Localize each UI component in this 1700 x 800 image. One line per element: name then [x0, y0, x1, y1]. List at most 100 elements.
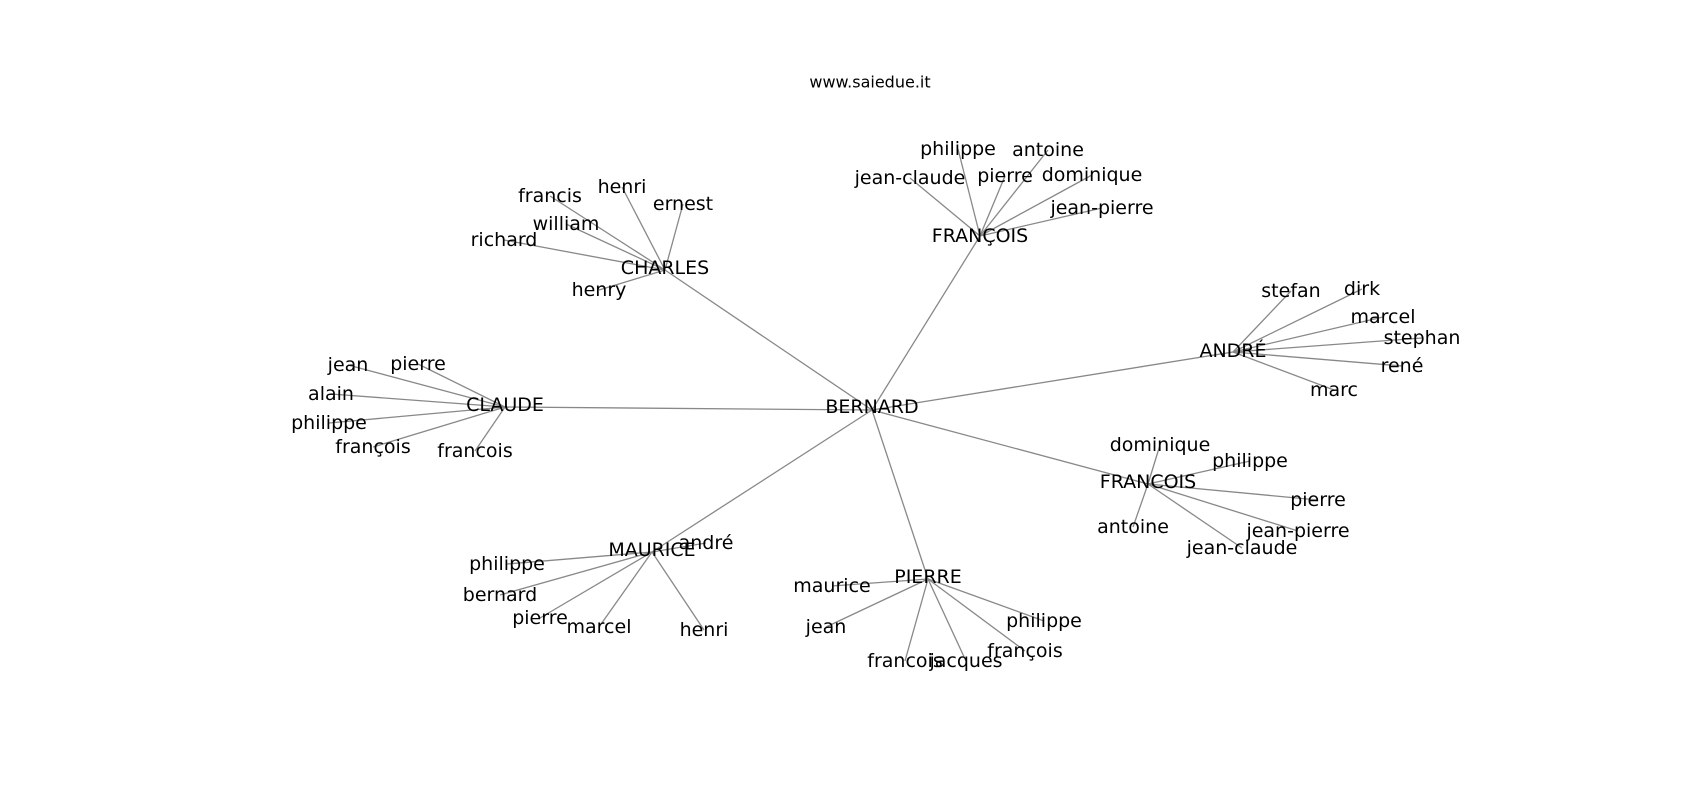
edge-root-to-pierre-6 — [871, 409, 929, 580]
edge-francois-4-to-dominique — [1147, 444, 1161, 485]
edge-claude-3-to-alain — [330, 393, 506, 408]
edge-claude-3-to-francois — [372, 406, 506, 448]
leaf-node-label-francois-0-pierre: pierre — [977, 165, 1033, 187]
leaf-node-label-pierre-6-francois: francois — [867, 650, 942, 672]
leaf-node-label-charles-1-francis: francis — [518, 185, 582, 207]
leaf-node-label-francois-0-antoine: antoine — [1012, 139, 1084, 161]
edge-charles-1-to-william — [565, 223, 666, 271]
edge-maurice-5-to-henri — [651, 551, 705, 631]
edge-claude-3-to-jean — [347, 364, 506, 408]
leaf-node-label-pierre-6-jean: jean — [805, 616, 847, 638]
site-watermark-label: www.saiedue.it — [809, 73, 930, 92]
edge-charles-1-to-ernest — [664, 203, 684, 271]
leaf-node-label-maurice-5-henri: henri — [680, 619, 729, 641]
edge-charles-1-to-richard — [503, 239, 666, 271]
edge-francois-4-to-jean-pierre — [1147, 483, 1299, 532]
leaf-node-label-claude-3-francois: francois — [437, 440, 512, 462]
leaf-node-label-claude-3-philippe: philippe — [291, 412, 367, 434]
labels-layer: BERNARD FRANÇOIS philippe antoine jean-claud… — [291, 138, 1460, 672]
edge-francois-4-to-jean-claude — [1147, 483, 1243, 549]
cluster-node-label-francois-0: FRANÇOIS — [932, 225, 1028, 247]
leaf-node-label-andre-2-marcel: marcel — [1351, 306, 1416, 328]
edge-maurice-5-to-andre — [651, 542, 707, 553]
cluster-node-label-francois-4: FRANCOIS — [1100, 471, 1196, 493]
leaf-node-label-francois-0-jean-claude: jean-claude — [854, 167, 966, 189]
edge-francois-0-to-antoine — [979, 149, 1049, 237]
cluster-node-label-claude-3: CLAUDE — [466, 394, 544, 416]
edge-andre-2-to-stephan — [1232, 337, 1423, 353]
edge-root-to-charles-1 — [664, 269, 873, 411]
edge-root-to-andre-2 — [871, 351, 1234, 411]
leaf-node-label-pierre-6-jacques: jacques — [928, 650, 1002, 672]
leaf-node-label-andre-2-stephan: stephan — [1384, 327, 1461, 349]
cluster-node-label-charles-1: CHARLES — [621, 257, 709, 279]
edge-andre-2-to-marcel — [1232, 316, 1384, 353]
edge-root-to-claude-3 — [504, 406, 873, 411]
edge-claude-3-to-francois — [474, 406, 506, 452]
leaf-node-label-maurice-5-marcel: marcel — [567, 616, 632, 638]
edge-claude-3-to-philippe — [328, 406, 506, 424]
edge-francois-4-to-antoine — [1132, 483, 1149, 528]
leaf-node-label-andre-2-stefan: stefan — [1261, 280, 1320, 302]
edge-charles-1-to-henry — [598, 269, 666, 291]
edge-francois-0-to-philippe — [957, 148, 981, 237]
leaf-node-label-maurice-5-bernard: bernard — [463, 584, 537, 606]
edge-root-to-maurice-5 — [651, 409, 873, 553]
leaf-node-label-francois-4-philippe: philippe — [1212, 450, 1288, 472]
leaf-node-label-andre-2-marc: marc — [1310, 379, 1358, 401]
edge-charles-1-to-henri — [621, 186, 666, 271]
leaf-node-label-francois-4-antoine: antoine — [1097, 516, 1169, 538]
leaf-node-label-claude-3-alain: alain — [308, 383, 354, 405]
leaf-node-label-francois-4-jean-pierre: jean-pierre — [1245, 520, 1349, 542]
edge-charles-1-to-francis — [549, 195, 666, 271]
leaf-node-label-francois-0-jean-pierre: jean-pierre — [1049, 197, 1153, 219]
edge-francois-0-to-dominique — [979, 174, 1093, 237]
leaf-node-label-pierre-6-francois: françois — [987, 640, 1062, 662]
edge-andre-2-to-marc — [1232, 351, 1335, 391]
leaf-node-label-maurice-5-philippe: philippe — [469, 553, 545, 575]
cluster-node-label-maurice-5: MAURICE — [608, 539, 695, 561]
leaf-node-label-charles-1-richard: richard — [471, 229, 538, 251]
leaf-node-label-charles-1-ernest: ernest — [653, 193, 713, 215]
leaf-node-label-claude-3-pierre: pierre — [390, 353, 446, 375]
edge-francois-0-to-jean-claude — [909, 177, 981, 237]
edge-maurice-5-to-marcel — [598, 551, 653, 628]
edge-andre-2-to-dirk — [1232, 288, 1363, 353]
edge-root-to-francois-4 — [871, 409, 1149, 485]
leaf-node-label-charles-1-henri: henri — [598, 176, 647, 198]
edge-francois-0-to-jean-pierre — [979, 207, 1103, 237]
cluster-node-label-pierre-6: PIERRE — [894, 566, 961, 588]
leaf-node-label-maurice-5-andre: andré — [679, 532, 734, 554]
leaf-node-label-andre-2-rene: rené — [1381, 355, 1424, 377]
edge-pierre-6-to-maurice — [831, 578, 929, 587]
leaf-node-label-charles-1-henry: henry — [572, 279, 627, 301]
leaf-node-label-claude-3-francois: françois — [335, 436, 410, 458]
leaf-node-label-francois-4-dominique: dominique — [1110, 434, 1211, 456]
edge-francois-0-to-pierre — [979, 175, 1006, 237]
root-node-label: BERNARD — [825, 396, 918, 418]
edges-layer — [328, 148, 1423, 662]
edge-andre-2-to-rene — [1232, 351, 1403, 367]
edge-pierre-6-to-jean — [825, 578, 929, 628]
edge-claude-3-to-pierre — [417, 363, 506, 408]
edge-maurice-5-to-bernard — [499, 551, 653, 596]
leaf-node-label-maurice-5-pierre: pierre — [512, 607, 568, 629]
edge-root-to-francois-0 — [871, 235, 981, 411]
edge-francois-4-to-philippe — [1147, 460, 1251, 485]
leaf-node-label-francois-4-jean-claude: jean-claude — [1186, 537, 1298, 559]
leaf-node-label-charles-1-william: william — [533, 213, 600, 235]
cluster-node-label-andre-2: ANDRÉ — [1199, 339, 1266, 362]
edge-maurice-5-to-philippe — [506, 551, 653, 565]
leaf-node-label-francois-0-philippe: philippe — [920, 138, 996, 160]
leaf-node-label-pierre-6-maurice: maurice — [793, 575, 870, 597]
leaf-node-label-andre-2-dirk: dirk — [1344, 278, 1380, 300]
edge-pierre-6-to-jacques — [927, 578, 967, 662]
edge-pierre-6-to-francois — [927, 578, 1026, 652]
edge-francois-4-to-pierre — [1147, 483, 1319, 501]
leaf-node-label-claude-3-jean: jean — [327, 354, 369, 376]
edge-pierre-6-to-francois — [904, 578, 929, 662]
edge-andre-2-to-stefan — [1232, 290, 1292, 353]
leaf-node-label-francois-4-pierre: pierre — [1290, 489, 1346, 511]
edge-pierre-6-to-philippe — [927, 578, 1045, 622]
